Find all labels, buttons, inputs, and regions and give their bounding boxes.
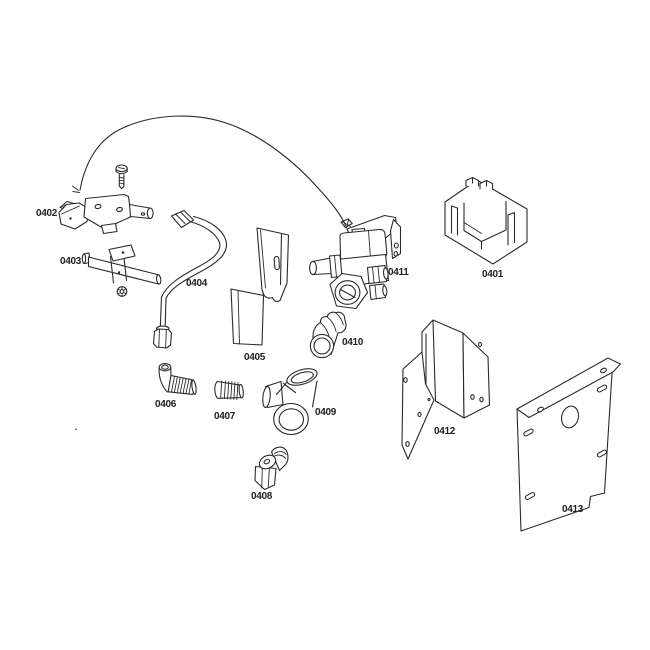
part-0407-threaded-bushing <box>214 380 244 401</box>
part-0409-large-elbow <box>262 368 318 436</box>
part-0412-support-bracket <box>401 319 491 460</box>
part-0411-gas-valve <box>309 214 402 310</box>
part-label-0408: 0408 <box>251 491 273 502</box>
part-label-0403: 0403 <box>60 256 82 267</box>
part-label-0404: 0404 <box>186 278 208 289</box>
part-label-0412: 0412 <box>434 426 456 437</box>
ignition-wire <box>72 115 347 227</box>
part-label-0411: 0411 <box>388 267 409 278</box>
speck <box>75 428 77 431</box>
part-0408-angle-fitting <box>254 446 289 491</box>
part-0406-elbow-fitting <box>158 362 197 395</box>
part-0404-bent-pipe <box>152 209 228 349</box>
part-label-0406: 0406 <box>155 399 177 410</box>
part-0402-igniter-assembly <box>58 193 154 235</box>
part-label-0402: 0402 <box>36 208 58 219</box>
part-label-0405: 0405 <box>244 352 266 363</box>
part-label-0409: 0409 <box>315 407 337 418</box>
screw <box>115 164 128 190</box>
part-label-0407: 0407 <box>214 411 236 422</box>
part-0405-z-bracket <box>230 227 290 346</box>
part-label-0410: 0410 <box>342 337 364 348</box>
part-0413-mounting-plate <box>516 357 622 532</box>
part-0401-relay-block <box>444 176 528 265</box>
part-label-0413: 0413 <box>562 504 584 515</box>
part-0410-hose-adapter <box>309 311 347 359</box>
part-0403-rod-assembly <box>81 244 162 297</box>
part-label-0401: 0401 <box>482 269 504 280</box>
